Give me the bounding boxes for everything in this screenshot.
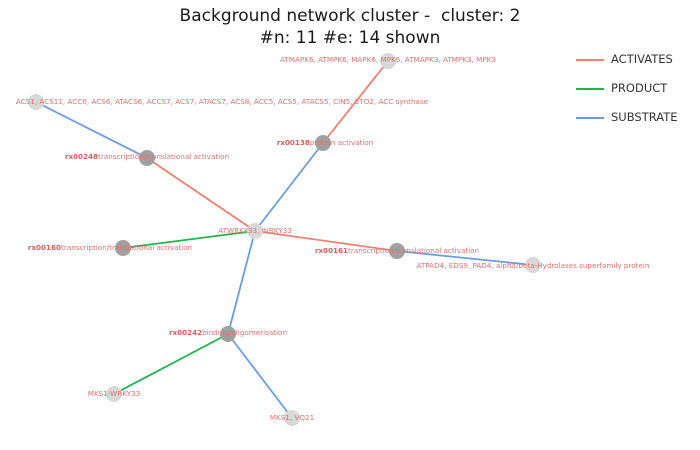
edge-activates-rx00248-wrky33	[146, 157, 256, 232]
entity-node-acs[interactable]	[28, 94, 44, 110]
reaction-id-rx00160: rx00160	[28, 243, 61, 252]
legend-swatch-activates	[576, 59, 604, 61]
entity-node-mks1vq[interactable]	[284, 410, 300, 426]
legend-swatch-product	[576, 88, 604, 90]
node-label-atpad4: ATPAD4, EDS9, PAD4, alpha/beta-Hydrolase…	[417, 261, 650, 270]
reaction-desc-rx00138: protein activation	[310, 138, 373, 147]
reaction-desc-rx00242: binding/oligomerisation	[202, 328, 287, 337]
reaction-id-rx00242: rx00242	[169, 328, 202, 337]
node-label-atmapk: ATMAPK6, ATMPK6, MAPK6, MPK6, ATMAPK3, A…	[280, 55, 496, 64]
legend-label-activates: ACTIVATES	[611, 52, 673, 66]
figure-title: Background network cluster - cluster: 2 …	[0, 5, 700, 49]
legend-swatch-substrate	[576, 117, 604, 119]
reaction-node-rx00248[interactable]	[139, 150, 155, 166]
edge-product-wrky33-rx00160	[122, 230, 256, 249]
node-label-mks1wrky: MKS1-WRKY33	[88, 389, 140, 398]
node-label-mks1vq: MKS1, VQ21	[270, 413, 314, 422]
labels-layer: ATMAPK6, ATMPK6, MAPK6, MPK6, ATMAPK3, A…	[16, 55, 650, 422]
reaction-desc-rx00161: transcription/translational activation	[348, 246, 479, 255]
legend-label-substrate: SUBSTRATE	[611, 110, 678, 124]
edge-substrate-rx00242-mks1vq	[227, 333, 293, 419]
entity-node-atmapk[interactable]	[380, 53, 396, 69]
edge-activates-wrky33-rx00161	[254, 230, 398, 252]
edges-layer	[35, 60, 534, 419]
node-label-rx00248: rx00248transcription/translational activ…	[65, 152, 229, 161]
edge-substrate-rx00161-atpad4	[396, 250, 534, 266]
reaction-desc-rx00248: transcription/translational activation	[98, 152, 229, 161]
node-label-rx00160: rx00160transcription/translational activ…	[28, 243, 192, 252]
node-label-rx00161: rx00161transcription/translational activ…	[315, 246, 479, 255]
reaction-id-rx00161: rx00161	[315, 246, 348, 255]
reaction-node-rx00242[interactable]	[220, 326, 236, 342]
node-label-rx00242: rx00242binding/oligomerisation	[169, 328, 287, 337]
edge-substrate-acs-rx00248	[35, 101, 148, 159]
edge-substrate-rx00138-wrky33	[254, 142, 324, 232]
reaction-desc-rx00160: transcription/translational activation	[61, 243, 192, 252]
entity-node-atpad4[interactable]	[525, 257, 541, 273]
node-label-rx00138: rx00138protein activation	[277, 138, 374, 147]
reaction-node-rx00138[interactable]	[315, 135, 331, 151]
title-line-2: #n: 11 #e: 14 shown	[259, 28, 441, 48]
entity-node-mks1wrky[interactable]	[106, 386, 122, 402]
node-label-wrky33: ATWRKY33, WRKY33	[218, 226, 292, 235]
reaction-node-rx00161[interactable]	[389, 243, 405, 259]
node-label-acs: ACS1, ACS11, ACC6, ACS6, ATACS6, ACCS7, …	[16, 97, 429, 106]
edge-activates-atmapk-rx00138	[322, 60, 389, 144]
entity-node-wrky33[interactable]	[247, 223, 263, 239]
reaction-id-rx00248: rx00248	[65, 152, 98, 161]
title-line-1: Background network cluster - cluster: 2	[179, 6, 521, 26]
legend-label-product: PRODUCT	[611, 81, 668, 95]
edge-substrate-wrky33-rx00242	[227, 230, 256, 335]
reaction-node-rx00160[interactable]	[115, 240, 131, 256]
edge-product-rx00242-mks1wrky	[113, 333, 229, 395]
reaction-id-rx00138: rx00138	[277, 138, 310, 147]
nodes-layer	[28, 53, 541, 426]
